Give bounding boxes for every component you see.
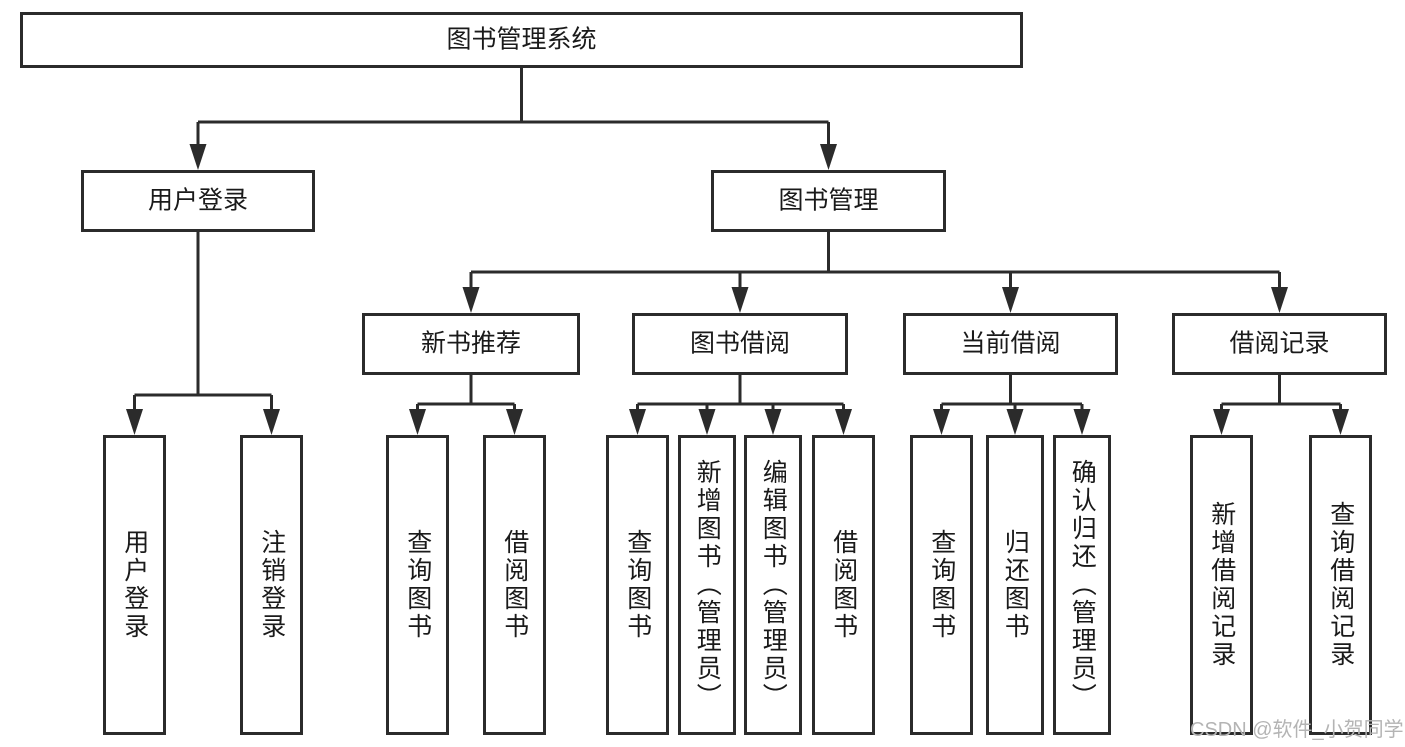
csdn-watermark: CSDN @软件_小贺同学 — [1190, 719, 1404, 741]
leaf-node-box-6[interactable] — [744, 435, 802, 735]
level2-node-box-0[interactable] — [81, 170, 315, 232]
leaf-node-label-1: 注销登录 — [257, 529, 286, 641]
current-to-leaves-arrow — [1006, 409, 1024, 435]
record-to-leaves-arrow — [1332, 409, 1349, 435]
leaf-node-box-4[interactable] — [606, 435, 669, 735]
user-login-to-leaves-arrow — [126, 409, 143, 435]
level3-node-box-3[interactable] — [1172, 313, 1387, 375]
leaf-label-wrap: 归还图书 — [986, 435, 1044, 735]
node-box-layer — [20, 12, 1387, 735]
leaf-label-wrap: 借阅图书 — [812, 435, 875, 735]
leaf-node-box-11[interactable] — [1190, 435, 1253, 735]
leaf-node-label-7: 借阅图书 — [829, 529, 858, 641]
book-mgmt-to-level3-arrow — [1271, 287, 1288, 313]
leaf-node-label-2: 查询图书 — [403, 529, 432, 641]
leaf-node-label-8: 查询图书 — [927, 529, 956, 641]
level3-node-box-1[interactable] — [632, 313, 848, 375]
level2-node-label-1: 图书管理 — [778, 187, 878, 215]
leaf-node-box-8[interactable] — [910, 435, 973, 735]
level3-node-label-1: 图书借阅 — [690, 330, 790, 358]
root-node-box[interactable] — [20, 12, 1023, 68]
level3-node-box-2[interactable] — [903, 313, 1118, 375]
leaf-label-wrap: 查询图书 — [606, 435, 669, 735]
current-to-leaves-arrow — [1073, 409, 1091, 435]
leaf-node-label-4: 查询图书 — [623, 529, 652, 641]
level3-node-label-0: 新书推荐 — [421, 330, 521, 358]
leaf-label-wrap: 注销登录 — [240, 435, 303, 735]
leaf-node-label-10: 确认归还（管理员） — [1068, 459, 1097, 711]
leaf-label-wrap: 确认归还（管理员） — [1053, 435, 1111, 735]
leaf-node-box-3[interactable] — [483, 435, 546, 735]
user-login-to-leaves-arrow — [263, 409, 280, 435]
new-book-to-leaves-arrow — [506, 409, 523, 435]
level3-node-box-0[interactable] — [362, 313, 580, 375]
leaf-label-wrap: 新增借阅记录 — [1190, 435, 1253, 735]
current-to-leaves-arrow — [933, 409, 950, 435]
leaf-node-box-1[interactable] — [240, 435, 303, 735]
leaf-node-label-11: 新增借阅记录 — [1207, 501, 1236, 669]
leaf-label-wrap: 新增图书（管理员） — [678, 435, 736, 735]
leaf-node-label-3: 借阅图书 — [500, 529, 529, 641]
connector-layer — [126, 68, 1349, 435]
leaf-label-wrap: 编辑图书（管理员） — [744, 435, 802, 735]
leaf-label-wrap: 查询借阅记录 — [1309, 435, 1372, 735]
leaf-node-box-7[interactable] — [812, 435, 875, 735]
leaf-node-box-2[interactable] — [386, 435, 449, 735]
leaf-node-label-9: 归还图书 — [1001, 529, 1030, 641]
leaf-node-box-12[interactable] — [1309, 435, 1372, 735]
level3-node-label-2: 当前借阅 — [960, 330, 1060, 358]
leaf-node-label-0: 用户登录 — [120, 529, 149, 641]
leaf-node-label-5: 新增图书（管理员） — [693, 459, 722, 711]
borrow-to-leaves-arrow — [835, 409, 852, 435]
level2-node-box-1[interactable] — [711, 170, 946, 232]
book-mgmt-to-level3-arrow — [462, 287, 480, 313]
record-to-leaves-arrow — [1213, 409, 1230, 435]
leaf-label-wrap: 查询图书 — [910, 435, 973, 735]
root-to-level2-arrow — [820, 144, 837, 170]
leaf-node-label-12: 查询借阅记录 — [1326, 501, 1355, 669]
leaf-node-box-10[interactable] — [1053, 435, 1111, 735]
leaf-label-wrap: 查询图书 — [386, 435, 449, 735]
book-mgmt-to-level3-arrow — [731, 287, 749, 313]
leaf-label-wrap: 借阅图书 — [483, 435, 546, 735]
leaf-label-wrap: 用户登录 — [103, 435, 166, 735]
root-node-label: 图书管理系统 — [446, 26, 596, 54]
leaf-node-box-9[interactable] — [986, 435, 1044, 735]
leaf-node-label-6: 编辑图书（管理员） — [759, 459, 788, 711]
borrow-to-leaves-arrow — [629, 409, 646, 435]
root-to-level2-arrow — [189, 144, 207, 170]
book-mgmt-to-level3-arrow — [1002, 287, 1019, 313]
leaf-node-box-5[interactable] — [678, 435, 736, 735]
leaf-node-box-0[interactable] — [103, 435, 166, 735]
borrow-to-leaves-arrow — [698, 409, 716, 435]
level3-node-label-3: 借阅记录 — [1229, 330, 1329, 358]
level2-node-label-0: 用户登录 — [148, 187, 248, 215]
new-book-to-leaves-arrow — [409, 409, 426, 435]
borrow-to-leaves-arrow — [764, 409, 782, 435]
